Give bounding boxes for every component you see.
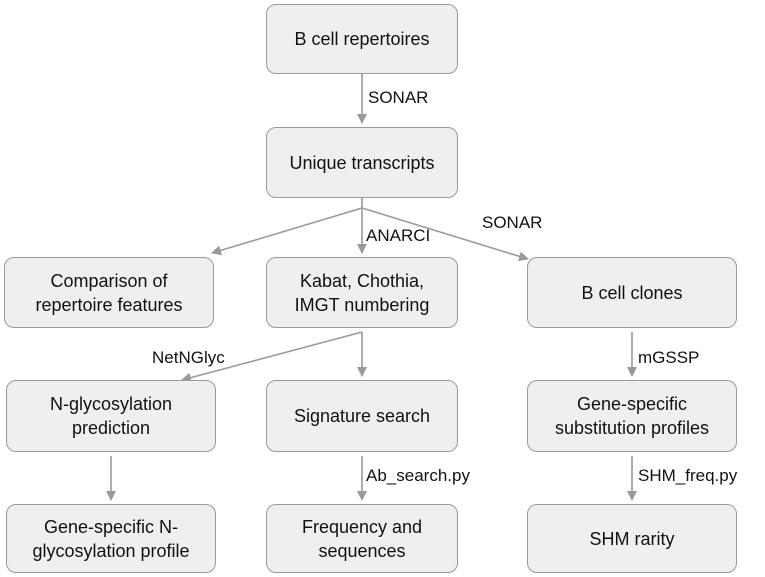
arrow-transcripts-to-clones <box>361 207 529 262</box>
node-gene-specific-substitution-profiles: Gene-specific substitution profiles <box>527 380 737 452</box>
edge-label-sonar-clones: SONAR <box>482 213 543 232</box>
node-frequency-and-sequences: Frequency and sequences <box>266 504 458 573</box>
node-unique-transcripts: Unique transcripts <box>266 127 458 198</box>
node-shm-rarity: SHM rarity <box>527 504 737 573</box>
node-n-glycosylation-prediction: N-glycosylation prediction <box>6 380 216 452</box>
arrow-numbering-to-nglyco <box>181 331 363 383</box>
node-signature-search: Signature search <box>266 380 458 452</box>
edge-label-shm-freq: SHM_freq.py <box>638 466 738 485</box>
edge-label-anarci: ANARCI <box>366 226 431 245</box>
arrow-transcripts-to-comparison <box>211 207 363 256</box>
edge-label-netnglyc: NetNGlyc <box>152 348 225 367</box>
node-b-cell-repertoires: B cell repertoires <box>266 4 458 74</box>
node-gene-specific-n-glycosylation-profile: Gene-specific N- glycosylation profile <box>6 504 216 573</box>
node-b-cell-clones: B cell clones <box>527 257 737 328</box>
node-numbering: Kabat, Chothia, IMGT numbering <box>266 257 458 328</box>
node-comparison-of-repertoire-features: Comparison of repertoire features <box>4 257 214 328</box>
edge-label-mgssp: mGSSP <box>638 348 700 367</box>
edge-label-ab-search: Ab_search.py <box>366 466 470 485</box>
edge-label-sonar-top: SONAR <box>368 88 429 107</box>
